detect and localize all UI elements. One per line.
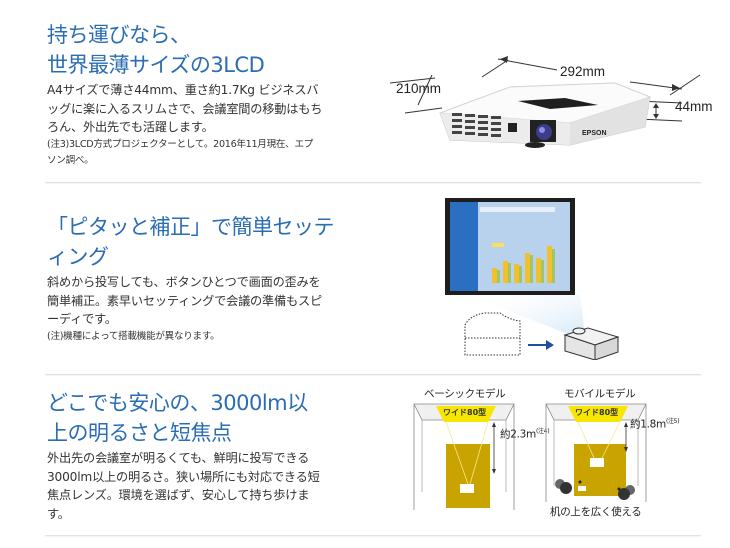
panel-caption: 机の上を広く使える [550, 506, 642, 518]
body-line: 簡単補正。素早いセッティングで会議の準備もスピ [47, 293, 322, 308]
throw-distance-label: 約1.8m(注5) [630, 418, 680, 431]
throw-distance-label: 約2.3m(注4) [500, 428, 550, 441]
basic-model-panel: ベーシックモデル 約2.3m(注4) ワイド80型 [410, 386, 550, 511]
body-line: A4サイズで薄さ44mm、重さ約1.7Kg ビジネスバ [47, 83, 319, 97]
section-keystone: 「ピタッと補正」で簡単セッテ ィング 斜めから投写しても、ボタンひとつで画面の歪… [47, 212, 357, 345]
height-label: 44mm [675, 99, 713, 114]
panel-title: ベーシックモデル [424, 388, 506, 400]
projector-dimension-figure: EPSON 210mm 292mm 44mm [389, 35, 725, 160]
keystone-correction-figure [440, 195, 640, 361]
section-divider [45, 535, 701, 536]
section-divider [45, 374, 701, 375]
heading-line: ィング [47, 245, 109, 269]
body-line: ーディです。 [47, 312, 117, 326]
body-line: ッグに楽に入るスリムさで、会議室間の移動はもち [47, 101, 323, 116]
section-divider [45, 182, 701, 183]
section-note: (注3)3LCD方式プロジェクターとして。2016年11月現在、エプ ソン調べ。 [47, 137, 357, 169]
section-heading: どこでも安心の、3000lm以 上の明るさと短焦点 [47, 388, 357, 448]
projector-illustration-icon: EPSON [389, 56, 701, 148]
depth-label: 210mm [396, 81, 442, 96]
panel-title: モバイルモデル [564, 388, 636, 400]
section-heading: 持ち運びなら、 世界最薄サイズの3LCD [47, 20, 357, 80]
note-line: (注)機種によって搭載機能が異なります。 [47, 330, 220, 342]
room-illustration-icon [413, 403, 515, 510]
body-line: す。 [47, 506, 70, 521]
section-portability: 持ち運びなら、 世界最薄サイズの3LCD A4サイズで薄さ44mm、重さ約1.7… [47, 20, 357, 169]
heading-line: 上の明るさと短焦点 [47, 421, 232, 445]
screen-size-label: ワイド80型 [443, 408, 487, 417]
section-body: 外出先の会議室が明るくても、鮮明に投写できる 3000lm以上の明るさ。狭い場所… [47, 449, 357, 523]
body-line: 外出先の会議室が明るくても、鮮明に投写できる [47, 451, 310, 465]
section-note: (注)機種によって搭載機能が異なります。 [47, 329, 357, 345]
section-brightness: どこでも安心の、3000lm以 上の明るさと短焦点 外出先の会議室が明るくても、… [47, 388, 357, 523]
width-label: 292mm [557, 64, 609, 79]
screen-size-label: ワイド80型 [575, 408, 619, 417]
body-line: 3000lm以上の明るさ。狭い場所にも対応できる短 [47, 469, 320, 484]
body-line: ろん、外出先でも活躍します。 [47, 120, 214, 134]
section-body: A4サイズで薄さ44mm、重さ約1.7Kg ビジネスバ ッグに楽に入るスリムさで… [47, 81, 357, 137]
keystone-illustration-icon [445, 198, 620, 361]
body-line: 焦点レンズ。環境を選ばず、安心して持ち歩けま [47, 488, 310, 502]
room-illustration-icon [545, 403, 647, 502]
mobile-model-panel: モバイルモデル 約1.8m(注5) ワイド80型 机の上を広く使える [542, 386, 682, 521]
note-line: (注3)3LCD方式プロジェクターとして。2016年11月現在、エプ [47, 138, 314, 150]
heading-line: どこでも安心の、3000lm以 [47, 391, 308, 415]
section-heading: 「ピタッと補正」で簡単セッテ ィング [47, 212, 357, 272]
heading-line: 持ち運びなら、 [47, 23, 191, 47]
body-line: 斜めから投写しても、ボタンひとつで画面の歪みを [47, 275, 321, 289]
svg-text:EPSON: EPSON [582, 130, 607, 137]
heading-line: 世界最薄サイズの3LCD [47, 53, 265, 77]
heading-line: 「ピタッと補正」で簡単セッテ [47, 215, 335, 239]
section-body: 斜めから投写しても、ボタンひとつで画面の歪みを 簡単補正。素早いセッティングで会… [47, 273, 357, 329]
note-line: ソン調べ。 [47, 154, 94, 166]
